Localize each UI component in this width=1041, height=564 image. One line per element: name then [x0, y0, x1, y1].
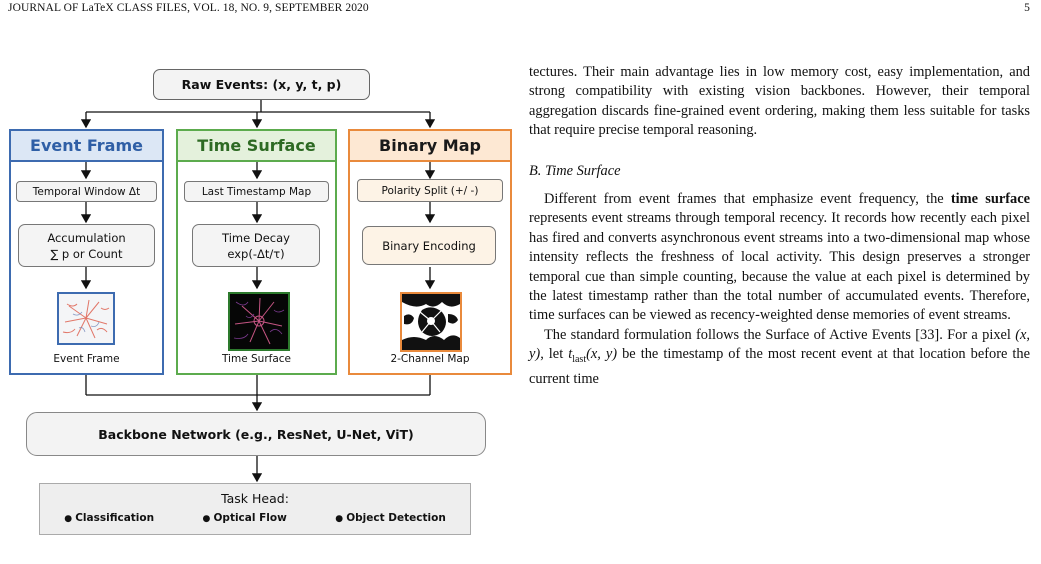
step-line-1: Binary Encoding — [382, 238, 476, 254]
para-text: Different from event frames that emphasi… — [544, 191, 951, 207]
time-surface-column: Time Surface Last Timestamp Map Time Dec… — [176, 129, 337, 375]
time-surface-image — [230, 294, 288, 349]
para-text: The standard formulation follows the Sur… — [544, 327, 1015, 343]
backbone-network-box: Backbone Network (e.g., ResNet, U-Net, V… — [26, 412, 486, 456]
task-head-items: Classification Optical Flow Object Detec… — [40, 512, 470, 524]
body-text-column: tectures. Their main advantage lies in l… — [529, 63, 1030, 389]
polarity-split-step: Polarity Split (+/ -) — [357, 179, 503, 202]
para-text: represents event streams through tempora… — [529, 210, 1030, 323]
column-title: Time Surface — [178, 131, 335, 162]
binary-map-column: Binary Map Polarity Split (+/ -) Binary … — [348, 129, 512, 375]
event-frame-thumbnail — [57, 292, 115, 345]
temporal-window-step: Temporal Window Δt — [16, 181, 157, 202]
thumbnail-caption: Time Surface — [178, 353, 335, 365]
math-xy: (x, y) — [586, 346, 617, 362]
task-item-optical-flow: Optical Flow — [203, 512, 287, 524]
task-item-object-detection: Object Detection — [335, 512, 446, 524]
task-item-classification: Classification — [64, 512, 154, 524]
bold-term: time surface — [951, 191, 1030, 207]
thumbnail-caption: Event Frame — [11, 353, 162, 365]
column-title: Event Frame — [11, 131, 162, 162]
event-frame-image — [59, 294, 113, 343]
task-head-box: Task Head: Classification Optical Flow O… — [39, 483, 471, 535]
binary-map-image — [402, 294, 460, 350]
thumbnail-caption: 2-Channel Map — [350, 353, 510, 365]
paragraph-formulation: The standard formulation follows the Sur… — [529, 326, 1030, 389]
para-text: , let — [540, 346, 568, 362]
paragraph-continuation: tectures. Their main advantage lies in l… — [529, 63, 1030, 141]
step-line-1: Accumulation — [47, 230, 125, 246]
pipeline-figure: Raw Events: (x, y, t, p) Event Frame Tem… — [0, 0, 520, 564]
section-heading: B. Time Surface — [529, 162, 1030, 181]
math-sub: last — [572, 354, 586, 365]
step-line-2: exp(-Δt/τ) — [227, 246, 284, 262]
step-line-1: Time Decay — [222, 230, 290, 246]
binary-encoding-step: Binary Encoding — [362, 226, 496, 265]
step-line-2: ∑ p or Count — [51, 246, 123, 262]
event-frame-column: Event Frame Temporal Window Δt Accumulat… — [9, 129, 164, 375]
task-head-title: Task Head: — [221, 491, 289, 506]
time-surface-thumbnail — [228, 292, 290, 351]
last-timestamp-step: Last Timestamp Map — [184, 181, 329, 202]
binary-map-thumbnail — [400, 292, 462, 352]
time-decay-step: Time Decay exp(-Δt/τ) — [192, 224, 320, 267]
paragraph-time-surface: Different from event frames that emphasi… — [529, 190, 1030, 326]
page-number: 5 — [1024, 2, 1030, 14]
raw-events-box: Raw Events: (x, y, t, p) — [153, 69, 370, 100]
accumulation-step: Accumulation ∑ p or Count — [18, 224, 155, 267]
math-tlast: tlast — [568, 346, 586, 362]
column-title: Binary Map — [350, 131, 510, 162]
